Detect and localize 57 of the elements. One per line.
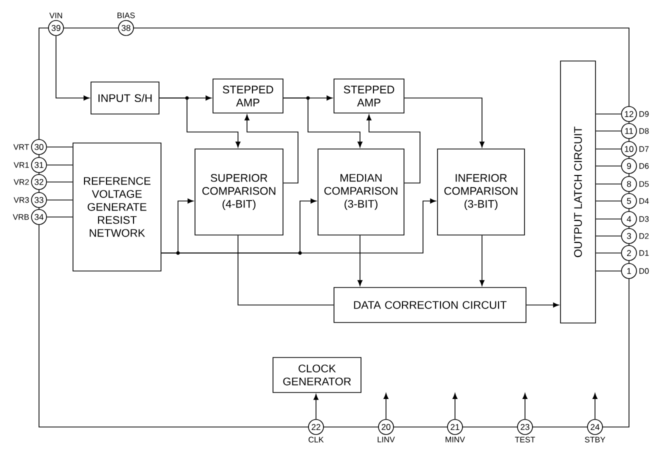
connector: [452, 393, 458, 420]
pin-label: D7: [639, 146, 649, 152]
pin-label: VR1: [14, 162, 29, 168]
pin-label: BIAS: [118, 12, 135, 18]
connector: [244, 114, 298, 184]
pin-label: VRB: [12, 214, 29, 220]
connector: [596, 200, 622, 202]
connector: [161, 198, 436, 254]
circuit-block: STEPPED AMP: [334, 78, 404, 114]
connector: [522, 393, 528, 420]
connector: [596, 252, 622, 254]
connector: [526, 302, 559, 308]
connector: [480, 234, 484, 286]
pin-label: MINV: [446, 436, 465, 442]
circuit-block: INFERIOR COMPARISON (3-BIT): [437, 148, 525, 236]
connector: [596, 148, 622, 150]
connector: [596, 130, 622, 132]
connector: [592, 393, 598, 420]
connector: [404, 98, 484, 148]
connector: [358, 234, 362, 286]
connector: [46, 164, 73, 166]
pin-label: CLK: [308, 436, 324, 442]
circuit-block: CLOCK GENERATOR: [272, 357, 362, 393]
circuit-block: STEPPED AMP: [212, 78, 284, 114]
pin-label: D1: [639, 250, 649, 256]
circuit-block: INPUT S/H: [90, 82, 160, 114]
pin-label: D5: [639, 181, 649, 187]
circuit-block: SUPERIOR COMPARISON (4-BIT): [194, 148, 284, 236]
connector: [596, 270, 622, 272]
connector: [283, 98, 362, 148]
pin-label: VIN: [49, 12, 62, 18]
connector: [159, 98, 240, 148]
connector: [384, 393, 388, 420]
pin-label: VR3: [14, 197, 29, 203]
circuit-block: REFERENCE VOLTAGE GENERATE RESIST NETWORK: [72, 142, 162, 272]
connector: [366, 114, 420, 184]
pin-label: D2: [639, 233, 649, 239]
pin-label: D9: [639, 111, 649, 117]
circuit-block: MEDIAN COMPARISON (3-BIT): [318, 148, 404, 236]
pin-label: VR2: [14, 179, 29, 185]
connector: [46, 146, 73, 148]
pin-label: VRT: [13, 144, 30, 150]
pin-label: D3: [639, 216, 649, 222]
connector: [596, 218, 622, 220]
connector: [314, 394, 318, 420]
circuit-block: OUTPUT LATCH CIRCUIT: [560, 60, 596, 324]
connector: [46, 216, 73, 218]
pin-label: D6: [639, 163, 649, 169]
pin-label: D0: [639, 268, 649, 274]
connector: [238, 234, 334, 306]
circuit-block: DATA CORRECTION CIRCUIT: [334, 287, 526, 323]
pin-label: TEST: [514, 436, 536, 442]
pin-label: LINV: [378, 436, 395, 442]
connector: [56, 36, 90, 100]
pin-label: D8: [639, 128, 649, 134]
pin-label: STBY: [584, 436, 606, 442]
pin-label: D4: [639, 198, 649, 204]
